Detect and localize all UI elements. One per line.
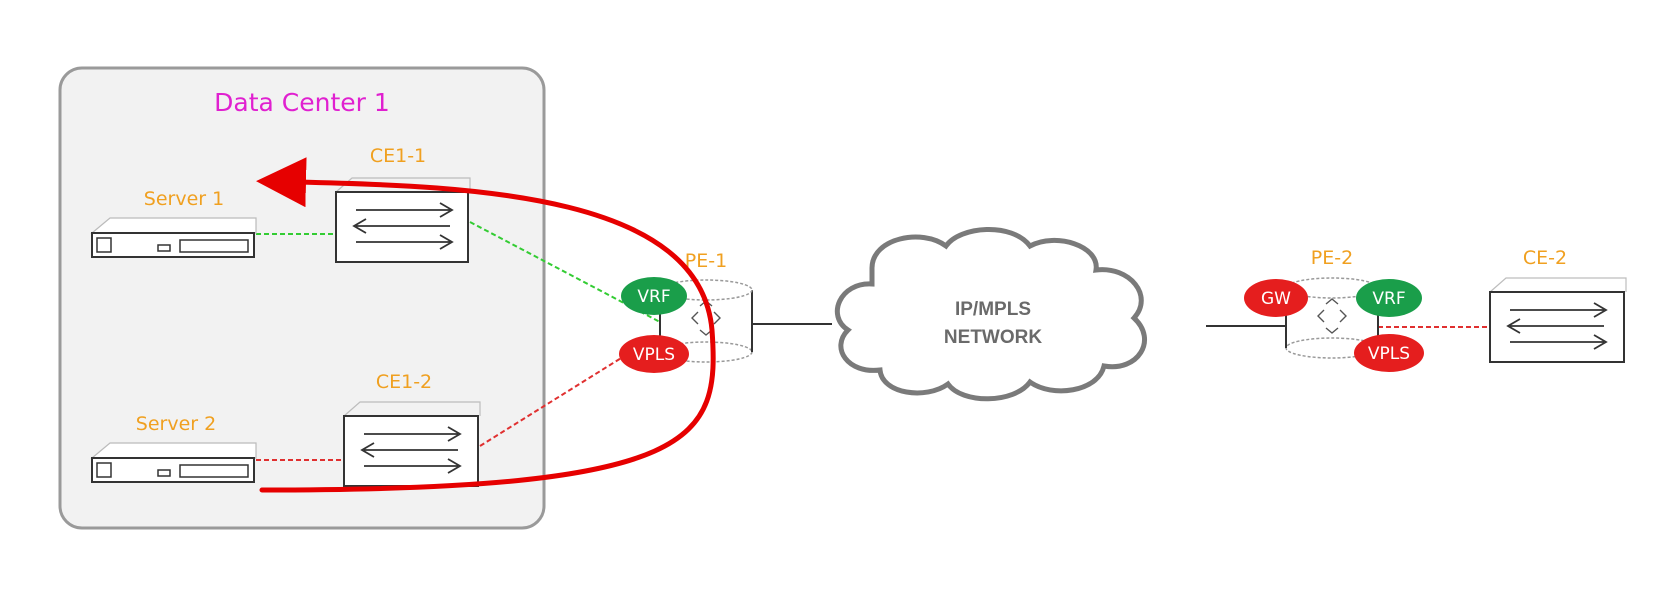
switch-icon — [1489, 291, 1625, 363]
ce1-1-switch: CE1-1 — [335, 145, 471, 263]
server-1-label: Server 1 — [144, 188, 224, 210]
link-ce1-2-pe1 — [479, 354, 627, 447]
ip-mpls-cloud: IP/MPLS NETWORK — [834, 227, 1147, 402]
cloud-label-line2: NETWORK — [944, 327, 1042, 348]
svg-text:VRF: VRF — [1372, 289, 1405, 309]
server-2-label: Server 2 — [136, 413, 216, 435]
pe1-vrf-badge: VRF — [621, 277, 687, 315]
traffic-path-arrow — [256, 157, 716, 493]
pe2-vpls-badge: VPLS — [1354, 334, 1424, 372]
pe2-label: PE-2 — [1311, 247, 1353, 269]
ce2-switch: CE-2 — [1489, 247, 1627, 363]
ce1-1-label: CE1-1 — [370, 145, 426, 167]
server-1: Server 1 — [90, 188, 257, 258]
pe1-vpls-badge: VPLS — [619, 335, 689, 373]
data-center-1-box: Data Center 1 — [58, 66, 546, 530]
server-icon — [91, 232, 255, 258]
server-top-icon — [90, 442, 257, 459]
switch-icon — [335, 191, 469, 263]
svg-text:VPLS: VPLS — [633, 345, 675, 365]
cloud-label-line1: IP/MPLS — [955, 299, 1031, 320]
ce2-label: CE-2 — [1523, 247, 1567, 269]
data-center-title: Data Center 1 — [214, 88, 390, 117]
ce1-2-switch: CE1-2 — [343, 371, 481, 487]
switch-icon — [343, 415, 479, 487]
svg-text:VPLS: VPLS — [1368, 344, 1410, 364]
server-icon — [91, 457, 255, 483]
server-top-icon — [90, 217, 257, 234]
ce1-2-label: CE1-2 — [376, 371, 432, 393]
server-2: Server 2 — [90, 413, 257, 483]
svg-text:GW: GW — [1261, 289, 1291, 309]
pe2-vrf-badge: VRF — [1356, 279, 1422, 317]
cloud-icon — [834, 227, 1147, 402]
svg-text:VRF: VRF — [637, 287, 670, 307]
pe2-gw-badge: GW — [1244, 279, 1308, 317]
pe1-label: PE-1 — [685, 250, 727, 272]
